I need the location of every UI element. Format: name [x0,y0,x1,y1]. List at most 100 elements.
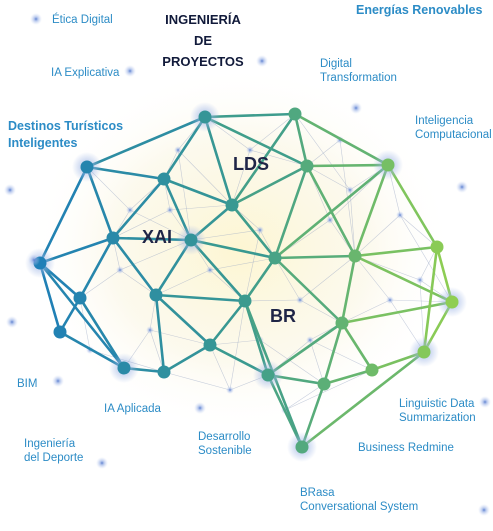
sparkle-11 [478,504,490,516]
sparkle-12 [28,254,40,266]
thin-edge-12-2 [284,383,325,411]
sparkle-6 [6,316,18,328]
inner-point-18 [306,336,314,344]
sparkle-8 [194,402,206,414]
thin-edge-10-0 [399,214,438,248]
node-aa [295,440,309,454]
node-v [203,338,217,352]
inner-point-8 [116,266,124,274]
edge-b-f [230,112,297,207]
inner-point-11 [386,296,394,304]
edge-q-r [340,300,454,325]
thin-edge-17-3 [244,229,261,302]
edge-l-q [340,254,357,325]
label-ingenieria-deporte: Ingeniería del Deporte [24,438,84,464]
thin-edge-15-2 [349,189,356,257]
node-p [238,294,252,308]
sparkle-1 [124,65,136,77]
edge-f-k [230,203,277,260]
edge-k-p [243,256,277,303]
sparkles [4,13,491,516]
label-desarrollo-sostenible: Desarrollo Sostenible [198,431,252,457]
cluster-br: BR [270,306,296,326]
sparkle-2 [256,55,268,67]
thin-edge-16-2 [169,204,233,211]
edge-e-f [162,177,234,207]
nodes [33,107,459,454]
thin-edge-15-3 [294,113,351,191]
label-brasa: BRasa Conversational System [300,487,419,513]
thin-edge-8-2 [79,269,121,299]
inner-point-13 [226,386,234,394]
node-a [198,110,212,124]
edge-o-v [154,293,212,347]
thin-edge-4-3 [209,257,276,271]
edge-q-w [266,321,344,377]
node-q [335,316,349,330]
title-line-1: INGENIERÍA [165,12,241,27]
edge-q-y [340,321,374,372]
thin-edge-1-2 [231,149,251,206]
sparkle-9 [96,457,108,469]
node-u [157,365,171,379]
title-line-3: PROYECTOS [162,54,244,69]
edge-a-d [85,115,207,169]
node-o [149,288,163,302]
label-destinos-turisticos: Destinos Turísticos Inteligentes [8,119,124,150]
node-k [268,251,282,265]
label-business-redmine: Business Redmine [358,442,454,454]
thin-edge-7-1 [149,329,165,373]
thin-edge-0-2 [177,149,233,206]
inner-point-17 [256,226,264,234]
inner-point-15 [346,186,354,194]
cluster-xai: XAI [142,227,173,247]
node-b [288,107,302,121]
thin-edge-5-1 [274,257,301,301]
inner-point-10 [396,211,404,219]
node-n [73,291,87,305]
sparkle-10 [479,396,491,408]
inner-point-19 [416,276,424,284]
edge-g-k [273,164,309,260]
inner-point-9 [326,216,334,224]
thin-edge-13-3 [229,300,246,391]
label-digital-transformation: Digital Transformation [320,58,397,84]
thin-edge-18-1 [309,339,325,385]
thin-edge-5-2 [244,299,301,302]
node-e [157,172,171,186]
thin-edge-18-3 [309,339,373,371]
thin-edge-10-2 [354,214,401,257]
thin-edge-6-2 [209,339,261,346]
node-x [317,377,331,391]
label-etica-digital: Ética Digital [52,14,113,26]
node-i [184,233,198,247]
inner-point-4 [206,266,214,274]
edge-l-m [353,245,439,258]
edge-q-x [322,321,344,386]
inner-point-5 [296,296,304,304]
label-bim: BIM [17,378,38,390]
edge-h-o [111,236,158,297]
node-m [430,240,444,254]
thin-edge-13-2 [163,371,231,391]
label-linguistic-data: Linguistic Data Summarization [399,398,476,424]
edge-l-r [353,254,454,304]
node-s [53,325,67,339]
edge-d-j [38,165,89,265]
node-d [80,160,94,174]
node-g [300,159,314,173]
edge-p-v [208,299,247,347]
edge-m-z [422,245,439,354]
thin-edge-15-1 [306,165,351,191]
sparkle-4 [4,184,16,196]
inner-point-0 [174,146,182,154]
thin-edge-11-1 [354,255,391,301]
edge-k-l [273,254,357,260]
node-t [117,361,131,375]
edge-u-v [162,343,212,374]
title-line-2: DE [193,33,213,48]
thin-edge-12-3 [284,369,373,411]
thin-edge-5-0 [299,299,343,324]
edge-h-n [78,236,115,300]
